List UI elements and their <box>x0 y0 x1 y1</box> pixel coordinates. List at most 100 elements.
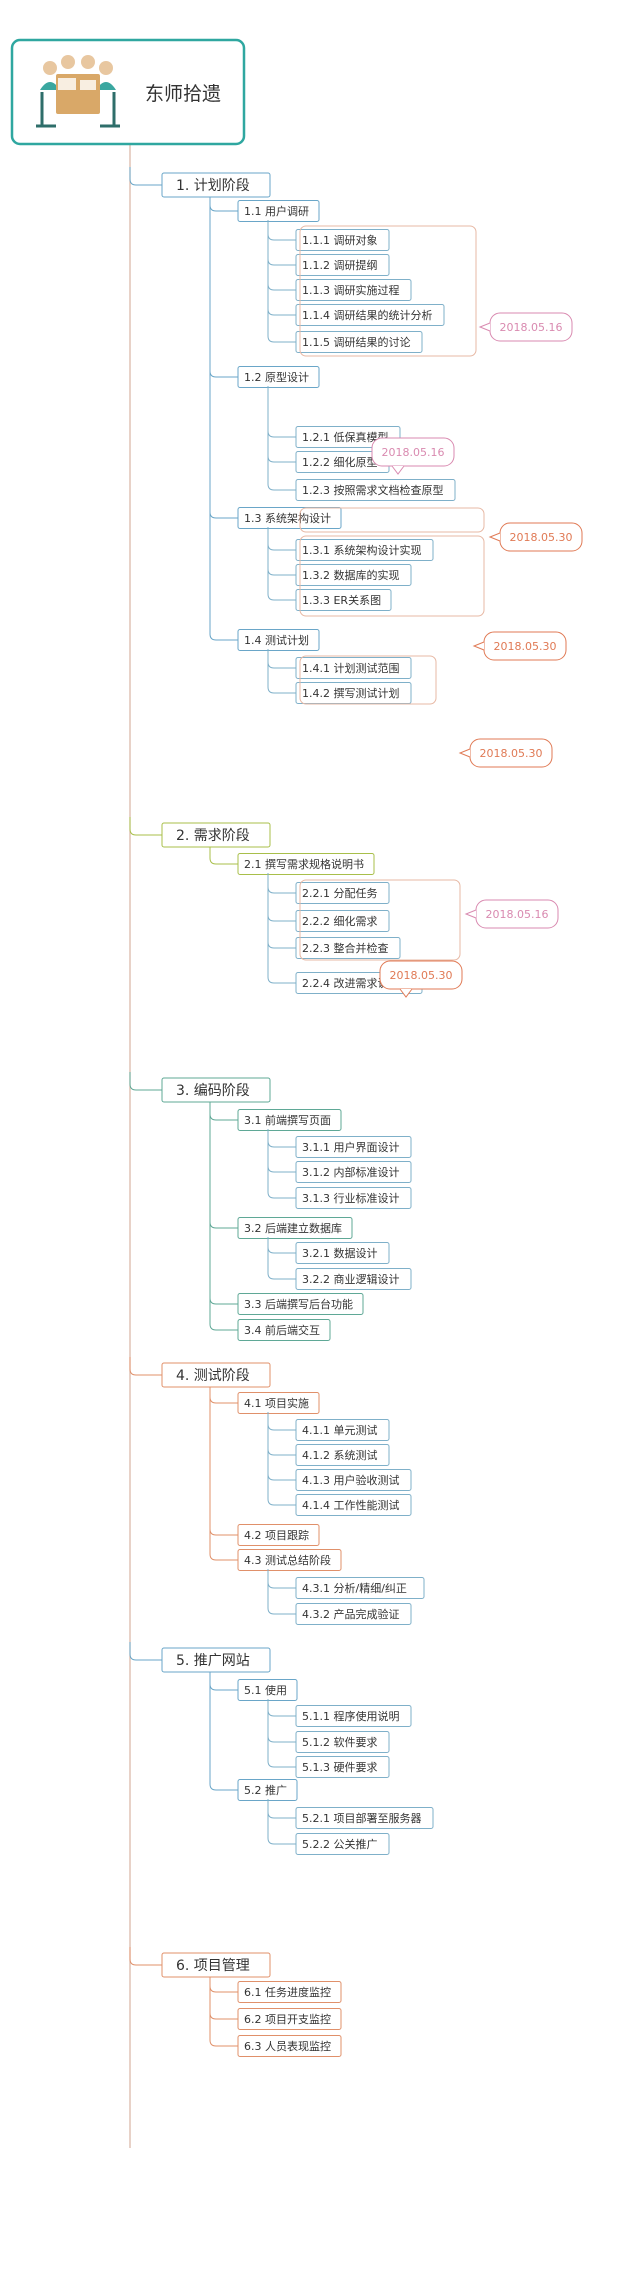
node-3-4[interactable]: 3.4 前后端交互 <box>237 1319 331 1341</box>
leaf-3-2-2[interactable]: 3.2.2 商业逻辑设计 <box>295 1268 412 1290</box>
node-5-2-label: 5.2 推广 <box>244 1783 287 1797</box>
leaf-1-1-5-label: 1.1.5 调研结果的讨论 <box>302 335 411 349</box>
leaf-1-4-2[interactable]: 1.4.2 撰写测试计划 <box>295 682 412 704</box>
leaf-1-1-1[interactable]: 1.1.1 调研对象 <box>295 229 390 251</box>
leaf-link-1-1-2 <box>267 220 296 266</box>
leaf-link-4-1-2 <box>267 1412 296 1456</box>
branch-5-link-1 <box>209 1672 238 1691</box>
leaf-link-1-3-1 <box>267 527 296 551</box>
leaf-link-1-3-2 <box>267 527 296 576</box>
node-2-1-label: 2.1 撰写需求规格说明书 <box>244 857 364 871</box>
leaf-4-1-2[interactable]: 4.1.2 系统测试 <box>295 1444 390 1466</box>
leaf-3-2-2-label: 3.2.2 商业逻辑设计 <box>302 1272 400 1286</box>
node-3-2[interactable]: 3.2 后端建立数据库 <box>237 1217 353 1239</box>
leaf-link-1-2-1 <box>267 386 296 438</box>
leaf-1-1-4[interactable]: 1.1.4 调研结果的统计分析 <box>295 304 445 326</box>
leaf-2-1-2[interactable]: 2.2.2 细化需求 <box>295 910 390 932</box>
leaf-link-5-2-1 <box>267 1799 296 1819</box>
leaf-5-1-3[interactable]: 5.1.3 硬件要求 <box>295 1756 390 1778</box>
node-5-2[interactable]: 5.2 推广 <box>237 1779 298 1801</box>
branch-1-link-3 <box>209 197 238 519</box>
leaf-5-1-1[interactable]: 5.1.1 程序使用说明 <box>295 1705 412 1727</box>
leaf-1-1-5[interactable]: 1.1.5 调研结果的讨论 <box>295 331 423 353</box>
leaf-5-2-2[interactable]: 5.2.2 公关推广 <box>295 1833 390 1855</box>
node-3-1[interactable]: 3.1 前端撰写页面 <box>237 1109 342 1131</box>
leaf-4-1-4[interactable]: 4.1.4 工作性能测试 <box>295 1494 412 1516</box>
leaf-link-1-1-3 <box>267 220 296 291</box>
leaf-3-2-1[interactable]: 3.2.1 数据设计 <box>295 1242 390 1264</box>
node-6-1-label: 6.1 任务进度监控 <box>244 1985 331 1999</box>
node-1-3[interactable]: 1.3 系统架构设计 <box>237 507 342 529</box>
branch-connector-4 <box>129 1357 162 1376</box>
branch-4[interactable]: 4. 测试阶段 <box>161 1362 271 1388</box>
group-frame <box>299 225 477 357</box>
leaf-link-1-1-1 <box>267 220 296 241</box>
node-1-4[interactable]: 1.4 测试计划 <box>237 629 320 651</box>
leaf-1-3-3[interactable]: 1.3.3 ER关系图 <box>295 589 392 611</box>
branch-2[interactable]: 2. 需求阶段 <box>161 822 271 848</box>
date-callout: 2018.05.30 <box>379 960 463 998</box>
leaf-1-3-2[interactable]: 1.3.2 数据库的实现 <box>295 564 412 586</box>
leaf-5-2-2-label: 5.2.2 公关推广 <box>302 1837 378 1851</box>
leaf-link-1-3-3 <box>267 527 296 601</box>
leaf-2-1-3[interactable]: 2.2.3 整合并检查 <box>295 937 401 959</box>
meeting-illustration <box>36 55 120 128</box>
node-4-1[interactable]: 4.1 项目实施 <box>237 1392 320 1414</box>
node-3-3[interactable]: 3.3 后端撰写后台功能 <box>237 1293 364 1315</box>
leaf-4-1-1[interactable]: 4.1.1 单元测试 <box>295 1419 390 1441</box>
leaf-5-1-2[interactable]: 5.1.2 软件要求 <box>295 1731 390 1753</box>
branch-connector-6 <box>129 1947 162 1966</box>
leaf-link-3-1-2 <box>267 1129 296 1173</box>
node-2-1[interactable]: 2.1 撰写需求规格说明书 <box>237 853 375 875</box>
leaf-1-1-2-label: 1.1.2 调研提纲 <box>302 259 378 272</box>
leaf-2-1-3-label: 2.2.3 整合并检查 <box>302 941 389 955</box>
branch-3[interactable]: 3. 编码阶段 <box>161 1077 271 1103</box>
branch-3-link-3 <box>209 1102 238 1305</box>
leaf-link-5-2-2 <box>267 1799 296 1845</box>
leaf-5-1-3-label: 5.1.3 硬件要求 <box>302 1761 378 1774</box>
leaf-link-5-1-1 <box>267 1699 296 1717</box>
leaf-link-2-1-4 <box>267 873 296 984</box>
node-6-2-label: 6.2 项目开支监控 <box>244 2012 331 2026</box>
branch-1-link-1 <box>209 197 238 212</box>
branch-connector-2 <box>129 817 162 836</box>
branch-5-link-2 <box>209 1672 238 1791</box>
leaf-1-3-3-label: 1.3.3 ER关系图 <box>302 593 381 607</box>
group-frame <box>299 507 485 533</box>
node-4-2[interactable]: 4.2 项目跟踪 <box>237 1524 320 1546</box>
node-6-1[interactable]: 6.1 任务进度监控 <box>237 1981 342 2003</box>
leaf-1-4-1[interactable]: 1.4.1 计划测试范围 <box>295 657 412 679</box>
leaf-link-1-2-3 <box>267 386 296 491</box>
leaf-4-3-2[interactable]: 4.3.2 产品完成验证 <box>295 1603 412 1625</box>
node-6-2[interactable]: 6.2 项目开支监控 <box>237 2008 342 2030</box>
node-4-3[interactable]: 4.3 测试总结阶段 <box>237 1549 342 1571</box>
leaf-1-2-2[interactable]: 1.2.2 细化原型 <box>295 451 390 473</box>
leaf-3-1-2[interactable]: 3.1.2 内部标准设计 <box>295 1161 412 1183</box>
node-6-3[interactable]: 6.3 人员表现监控 <box>237 2035 342 2057</box>
leaf-4-1-2-label: 4.1.2 系统测试 <box>302 1449 378 1462</box>
leaf-5-2-1[interactable]: 5.2.1 项目部署至服务器 <box>295 1807 434 1829</box>
node-5-1[interactable]: 5.1 使用 <box>237 1679 298 1701</box>
leaf-4-3-1[interactable]: 4.3.1 分析/精细/纠正 <box>295 1577 425 1599</box>
leaf-link-4-3-2 <box>267 1569 296 1615</box>
leaf-3-1-3[interactable]: 3.1.3 行业标准设计 <box>295 1187 412 1209</box>
leaf-1-1-3[interactable]: 1.1.3 调研实施过程 <box>295 279 412 301</box>
node-1-1[interactable]: 1.1 用户调研 <box>237 200 320 222</box>
node-4-1-label: 4.1 项目实施 <box>244 1396 309 1410</box>
leaf-3-1-1[interactable]: 3.1.1 用户界面设计 <box>295 1136 412 1158</box>
branch-connector-5 <box>129 1642 162 1661</box>
root-node[interactable]: 东师拾遗 <box>10 38 246 146</box>
leaf-4-1-3[interactable]: 4.1.3 用户验收测试 <box>295 1469 412 1491</box>
leaf-link-3-1-3 <box>267 1129 296 1199</box>
leaf-1-1-2[interactable]: 1.1.2 调研提纲 <box>295 254 390 276</box>
node-3-1-label: 3.1 前端撰写页面 <box>244 1113 331 1127</box>
leaf-3-2-1-label: 3.2.1 数据设计 <box>302 1246 378 1260</box>
leaf-1-3-1[interactable]: 1.3.1 系统架构设计实现 <box>295 539 434 561</box>
leaf-1-2-3[interactable]: 1.2.3 按照需求文档检查原型 <box>295 479 456 501</box>
branch-6[interactable]: 6. 项目管理 <box>161 1952 271 1978</box>
node-1-2[interactable]: 1.2 原型设计 <box>237 366 320 388</box>
leaf-link-1-4-2 <box>267 649 296 694</box>
branch-5[interactable]: 5. 推广网站 <box>161 1647 271 1673</box>
branch-1[interactable]: 1. 计划阶段 <box>161 172 271 198</box>
leaf-2-1-1[interactable]: 2.2.1 分配任务 <box>295 882 390 904</box>
